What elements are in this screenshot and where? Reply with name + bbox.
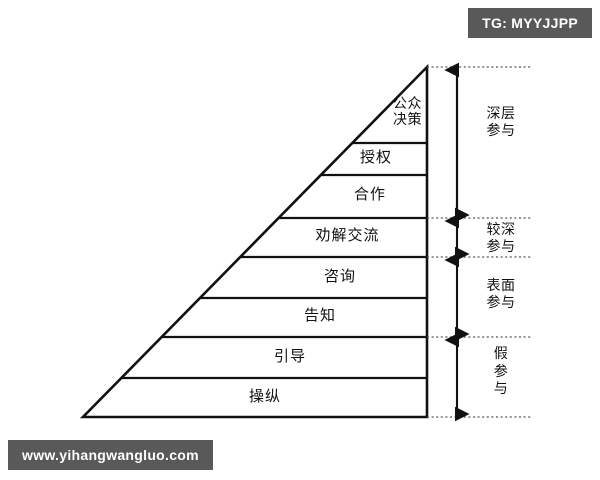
group-label-fake-line2: 参 bbox=[493, 362, 509, 379]
group-label-surface-participation: 表面 参与 bbox=[470, 277, 532, 310]
tier-label-informing: 告知 bbox=[303, 307, 336, 324]
group-label-moderate-participation: 较深 参与 bbox=[470, 221, 532, 254]
tier-label-manipulation: 操纵 bbox=[248, 388, 281, 405]
group-label-surface-line1: 表面 bbox=[486, 277, 516, 293]
tier-label-therapy: 引导 bbox=[273, 348, 306, 365]
group-label-moderate-line1: 较深 bbox=[486, 221, 516, 237]
telegram-watermark-badge: TG: MYYJJPP bbox=[468, 8, 592, 38]
tier-label-public-decision-line2: 决策 bbox=[393, 110, 422, 127]
group-label-deep-line2: 参与 bbox=[486, 121, 516, 138]
group-label-fake-line3: 与 bbox=[493, 380, 509, 396]
group-label-surface-line2: 参与 bbox=[486, 293, 516, 310]
group-label-fake-line1: 假 bbox=[493, 345, 509, 361]
tier-label-delegate: 授权 bbox=[359, 149, 392, 166]
site-watermark-badge: www.yihangwangluo.com bbox=[8, 440, 213, 470]
pyramid-outline bbox=[79, 63, 429, 419]
tier-label-consultation: 咨询 bbox=[323, 268, 356, 285]
tier-label-public-decision-line1: 公众 bbox=[393, 95, 422, 111]
group-label-deep-line1: 深层 bbox=[486, 105, 516, 121]
group-label-fake-participation: 假 参 与 bbox=[470, 345, 532, 398]
tier-label-public-decision: 公众 决策 bbox=[330, 95, 422, 127]
tier-label-partnership: 合作 bbox=[353, 186, 386, 203]
tier-label-placation: 劝解交流 bbox=[315, 227, 380, 244]
group-label-moderate-line2: 参与 bbox=[486, 237, 516, 254]
group-label-deep-participation: 深层 参与 bbox=[470, 105, 532, 138]
